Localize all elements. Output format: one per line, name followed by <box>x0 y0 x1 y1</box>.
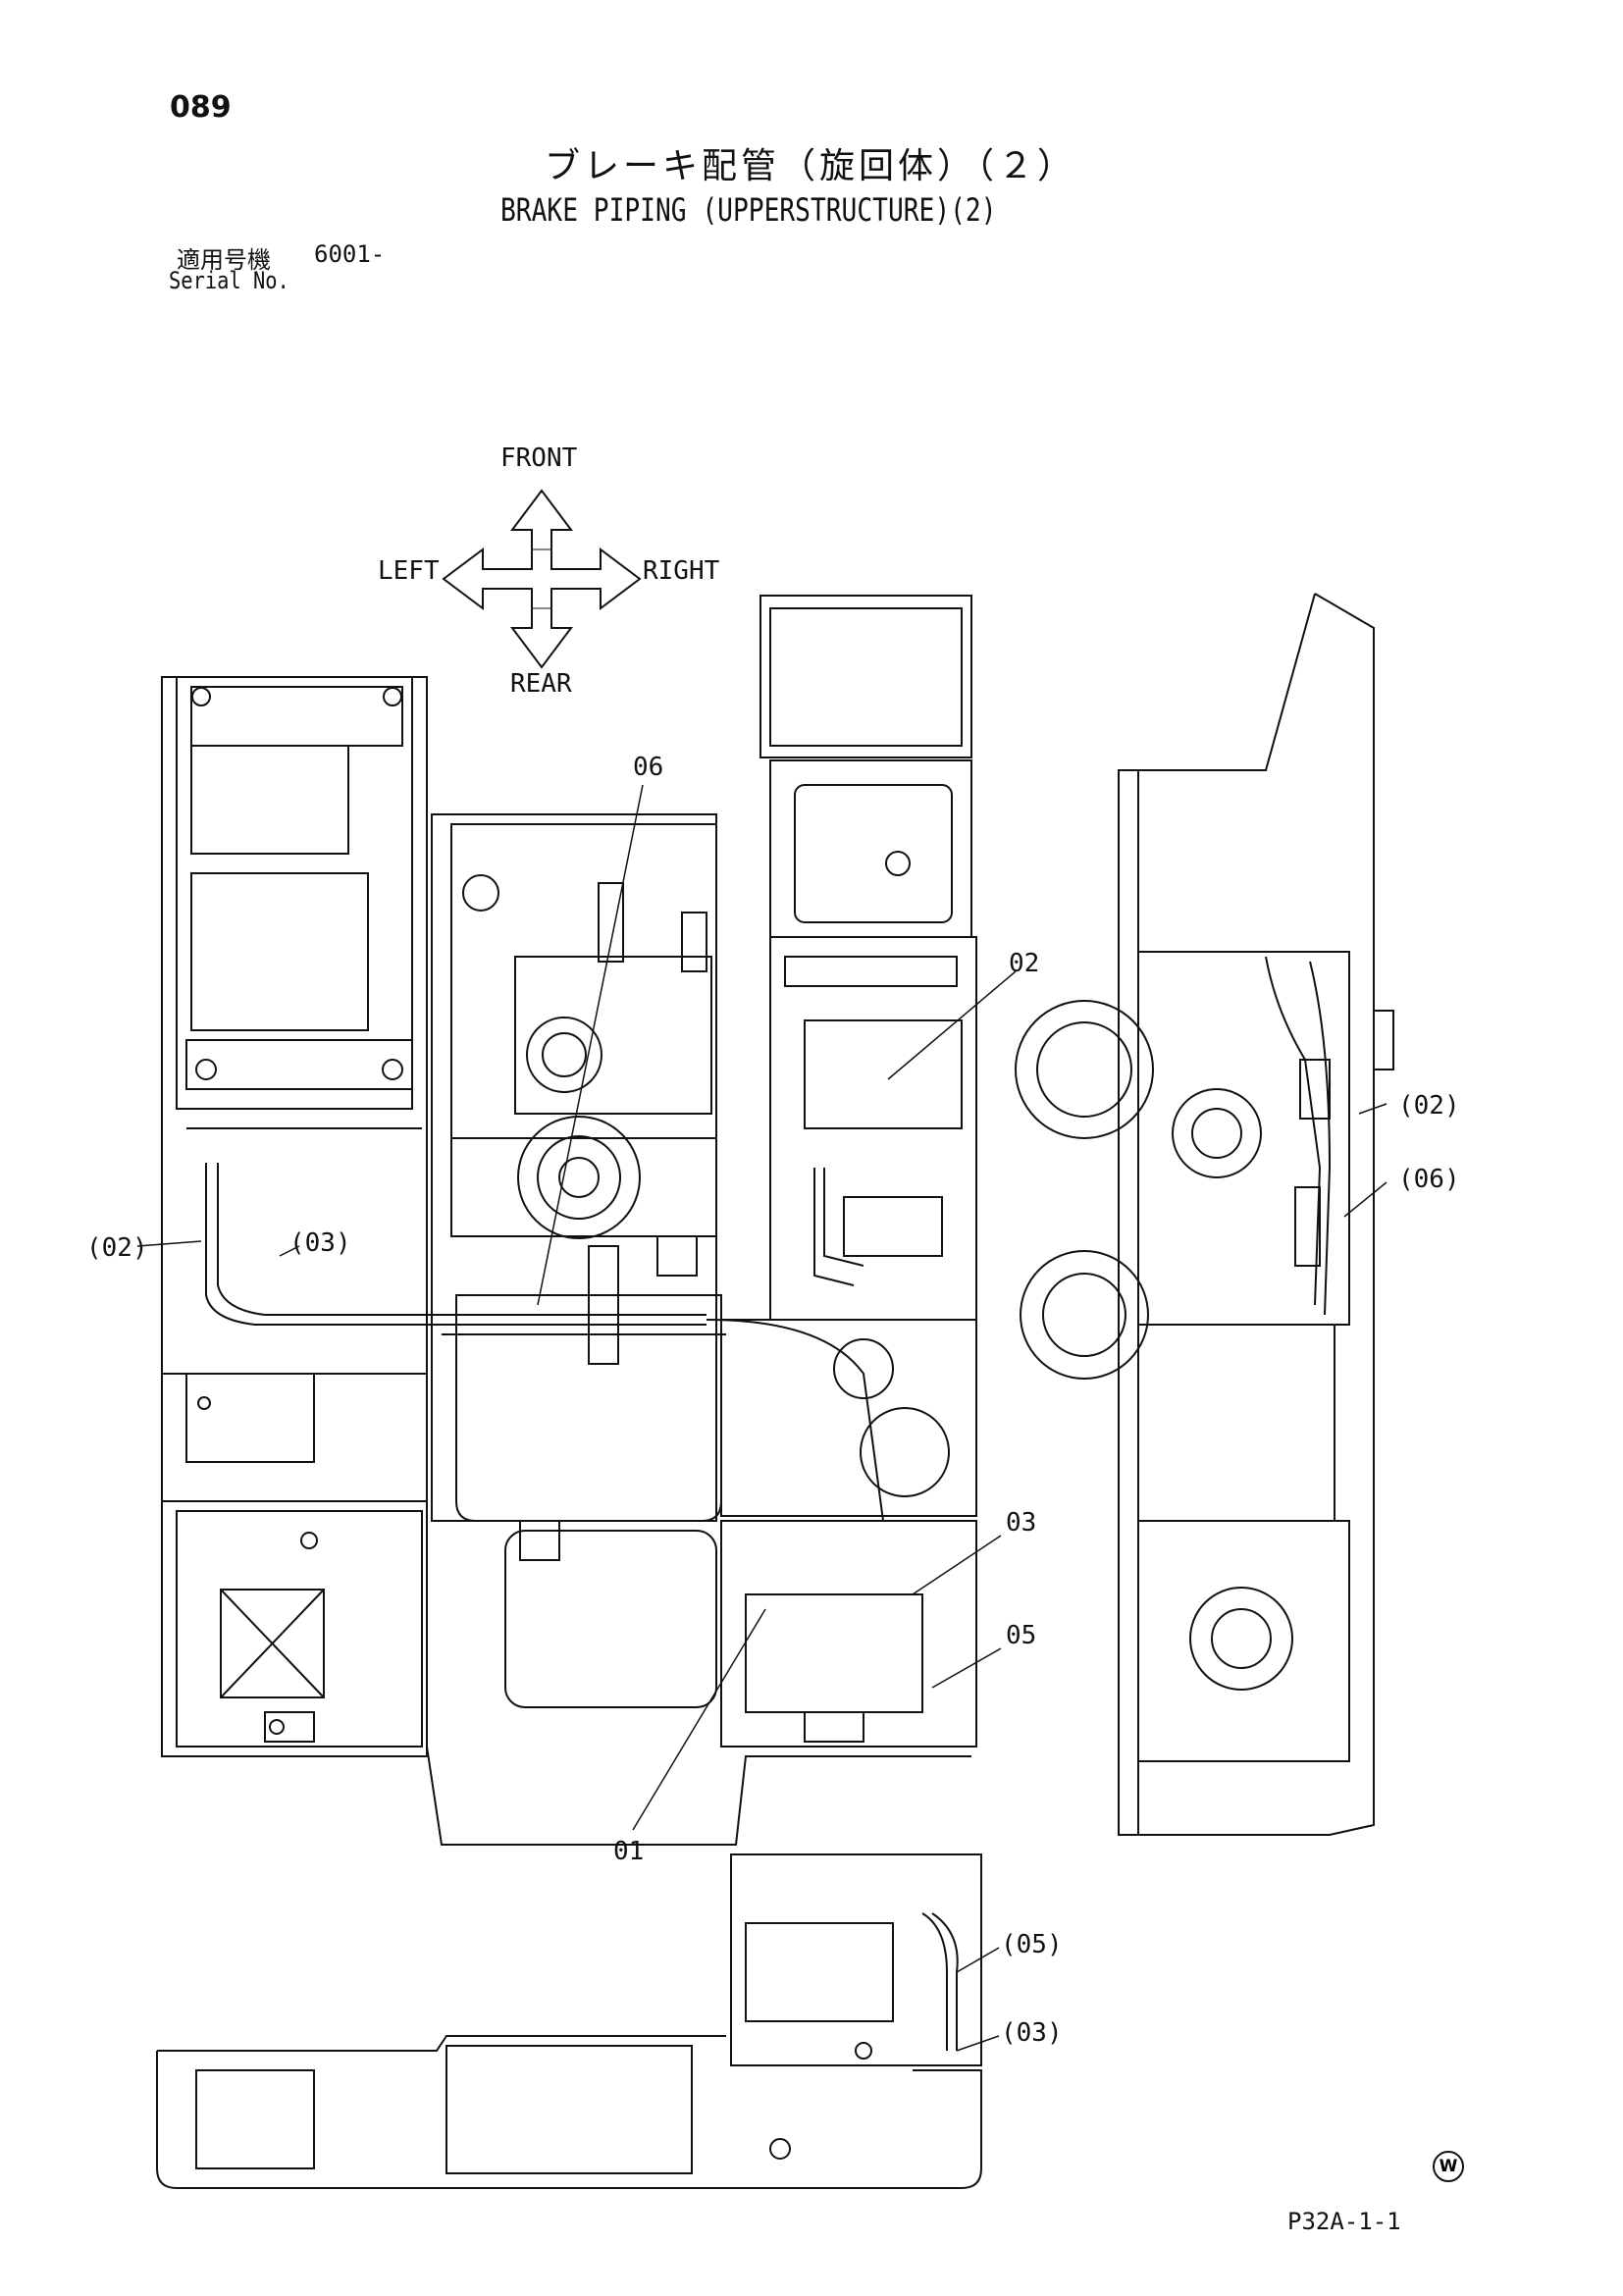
serial-label-japanese: 適用号機 <box>177 246 271 274</box>
callout-03: 03 <box>1006 1508 1036 1538</box>
center-frame <box>431 813 726 1522</box>
callout-06-side: (06) <box>1398 1165 1460 1194</box>
brake-pipes <box>205 1163 884 1522</box>
figure-code: P32A-1-1 <box>1287 2208 1401 2235</box>
lower-frame <box>162 1746 971 1846</box>
title-english: BRAKE PIPING (UPPERSTRUCTURE)(2) <box>500 191 997 229</box>
direction-rear-label: REAR <box>510 669 572 699</box>
callout-02-side: (02) <box>1398 1091 1460 1121</box>
serial-value: 6001- <box>314 240 386 268</box>
direction-right-label: RIGHT <box>643 556 720 586</box>
serial-label-english: Serial No. <box>169 267 289 294</box>
right-top-module <box>759 595 977 1321</box>
page-number: 089 <box>170 90 232 125</box>
callout-03-left: (03) <box>289 1228 351 1258</box>
callout-02-left: (02) <box>86 1233 148 1263</box>
direction-front-label: FRONT <box>500 444 578 473</box>
bottom-view <box>156 1853 982 2189</box>
direction-left-label: LEFT <box>378 556 440 586</box>
callout-01: 01 <box>613 1837 644 1866</box>
callout-05-bottom: (05) <box>1001 1930 1063 1959</box>
callout-05: 05 <box>1006 1621 1036 1650</box>
top-view-frame <box>161 676 428 1757</box>
watermark-symbol: W <box>1433 2151 1464 2182</box>
callout-06: 06 <box>633 753 663 782</box>
callout-02: 02 <box>1009 949 1039 978</box>
title-japanese: ブレーキ配管（旋回体）（２） <box>545 146 1077 186</box>
leader-lines <box>136 784 1387 2052</box>
direction-arrows <box>442 489 642 669</box>
lower-right-module <box>504 1319 977 1748</box>
callout-03-bottom: (03) <box>1001 2018 1063 2048</box>
side-view <box>1015 593 1394 1836</box>
